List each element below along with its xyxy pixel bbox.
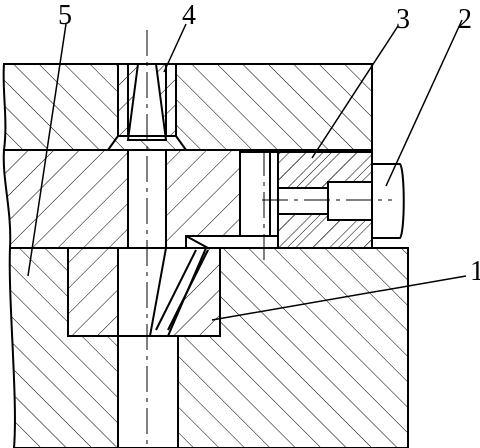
callout-labels: 1 2 3 4 5 — [58, 0, 480, 287]
push-pin — [327, 163, 405, 239]
leader-2 — [385, 19, 463, 187]
leader-3 — [311, 25, 399, 159]
callout-5: 5 — [58, 0, 72, 31]
callout-1: 1 — [470, 256, 480, 287]
top-plate — [2, 63, 373, 151]
callout-3: 3 — [396, 4, 410, 35]
callout-4: 4 — [182, 0, 196, 31]
sprue-bushing — [107, 63, 187, 151]
leader-lines — [27, 19, 467, 321]
center-lines — [146, 30, 392, 448]
leader-1 — [211, 275, 467, 321]
leader-5 — [27, 23, 67, 277]
runner-channels — [240, 150, 278, 237]
bushing-insert — [67, 235, 221, 337]
leader-4 — [163, 23, 187, 73]
callout-2: 2 — [458, 4, 472, 35]
